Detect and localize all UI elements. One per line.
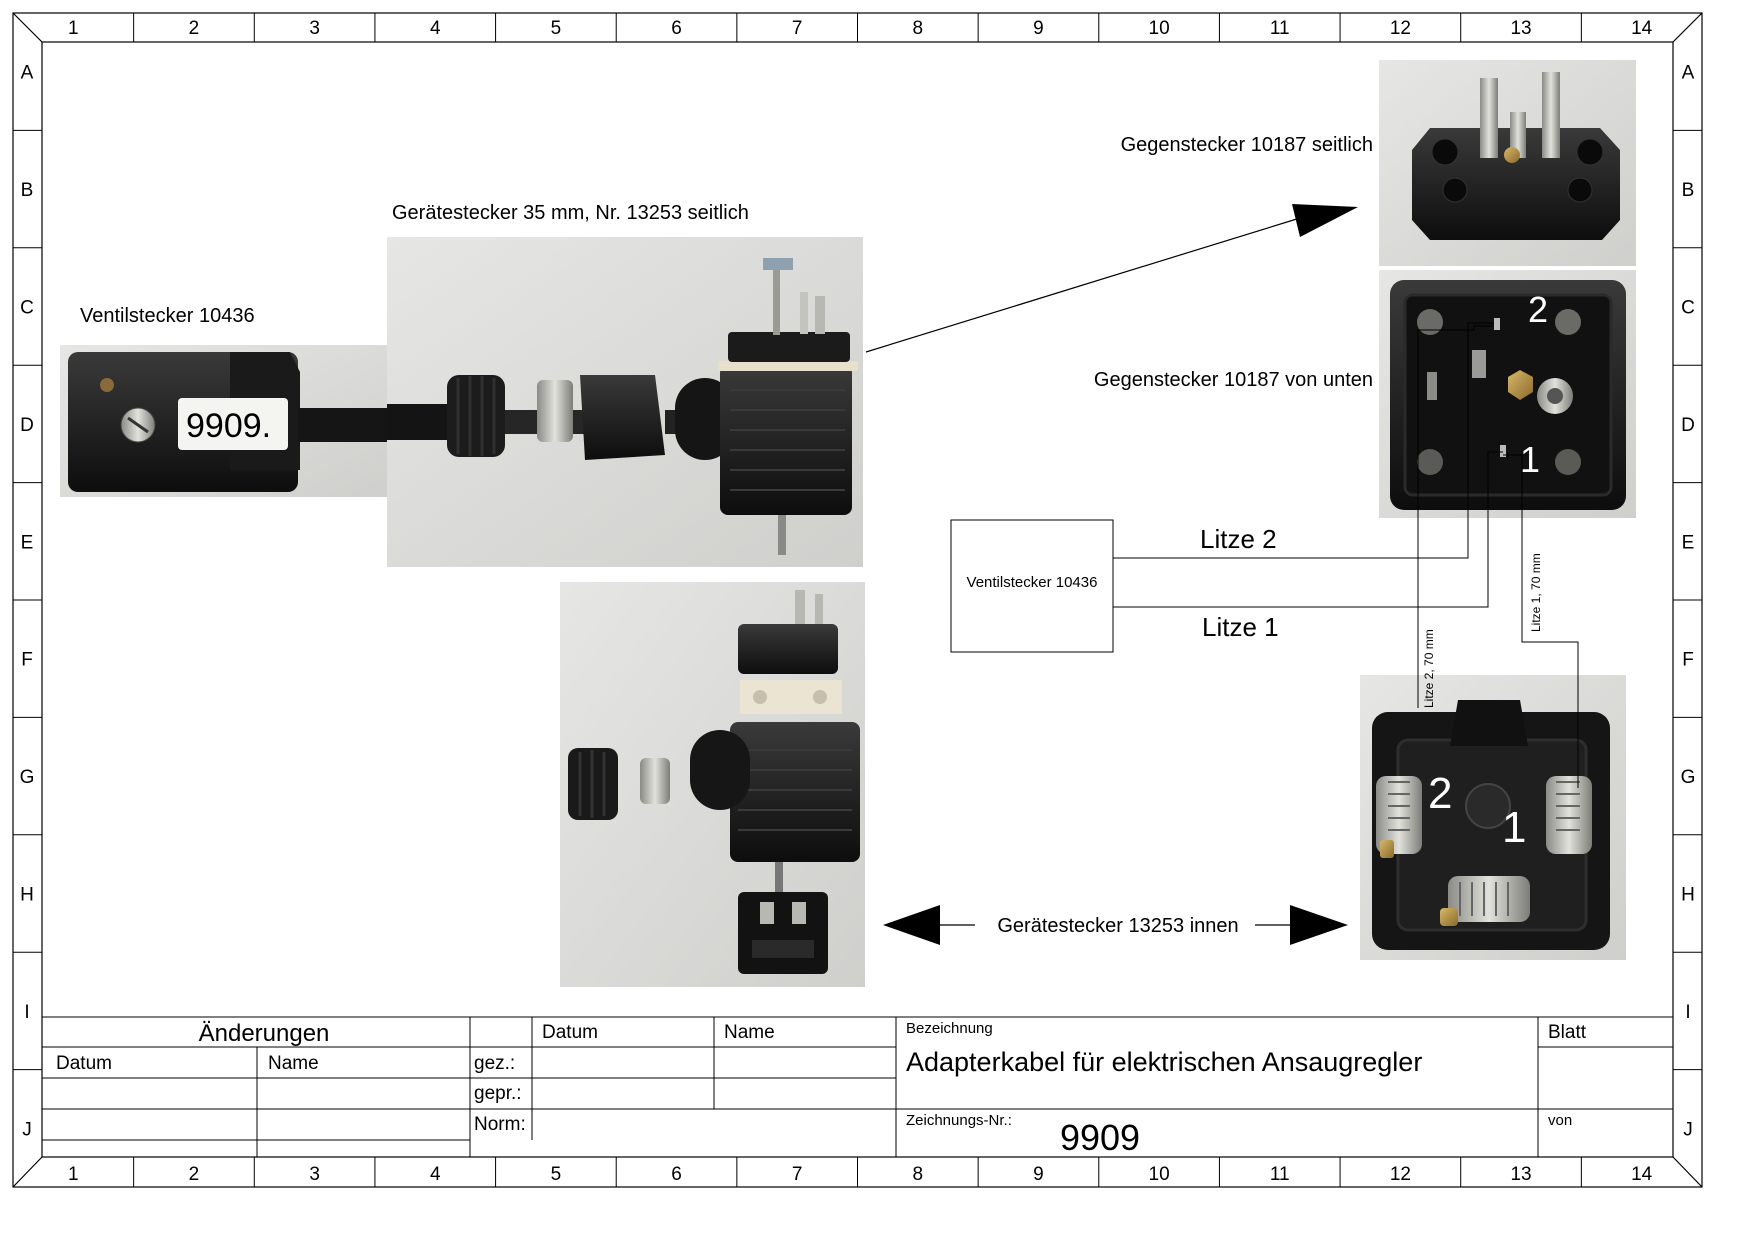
gegenstecker-side-caption: Gegenstecker 10187 seitlich [1121, 134, 1373, 156]
column-label-top: 2 [189, 18, 200, 39]
column-label-bottom: 9 [1033, 1164, 1044, 1185]
row-label-left: A [21, 63, 34, 84]
drawing-number: 9909 [1060, 1117, 1140, 1158]
bezeichnung-label: Bezeichnung [906, 1020, 993, 1037]
column-label-bottom: 10 [1149, 1164, 1170, 1185]
ventilstecker-photo: 9909. [60, 345, 390, 497]
pin-2-label: 2 [1528, 289, 1548, 330]
column-label-bottom: 13 [1510, 1164, 1531, 1185]
column-label-top: 3 [309, 18, 320, 39]
title-block [42, 1016, 1673, 1157]
column-label-top: 11 [1270, 18, 1290, 39]
exploded-view-photo [560, 582, 865, 987]
inner-pin-2-label: 2 [1428, 769, 1452, 818]
zeichnungs-nr-label: Zeichnungs-Nr.: [906, 1112, 1012, 1129]
column-label-bottom: 3 [309, 1164, 320, 1185]
column-label-bottom: 8 [913, 1164, 924, 1185]
row-label-left: E [21, 532, 34, 553]
row-label-right: J [1683, 1119, 1693, 1140]
changes-name-header: Name [268, 1053, 319, 1074]
geraetestecker-inner-caption: Gerätestecker 13253 innen [997, 915, 1238, 937]
row-label-right: C [1681, 298, 1695, 319]
gez-label: gez.: [474, 1053, 515, 1074]
row-label-right: G [1681, 767, 1696, 788]
column-label-top: 8 [913, 18, 924, 39]
geraetestecker-side-caption: Gerätestecker 35 mm, Nr. 13253 seitlich [392, 202, 749, 224]
row-label-left: F [21, 650, 33, 671]
column-label-top: 12 [1390, 18, 1411, 39]
column-label-bottom: 7 [792, 1164, 803, 1185]
row-label-right: F [1682, 650, 1694, 671]
geraetestecker-side-photo [387, 237, 863, 567]
row-label-left: H [20, 885, 34, 906]
row-label-left: C [20, 298, 34, 319]
wire-paths [1113, 322, 1579, 788]
inner-view-double-arrow [883, 905, 1348, 945]
ventilstecker-box-label: Ventilstecker 10436 [967, 574, 1098, 591]
column-label-top: 13 [1510, 18, 1531, 39]
column-label-bottom: 6 [671, 1164, 682, 1185]
row-label-right: A [1682, 63, 1695, 84]
name-header: Name [724, 1022, 775, 1043]
row-label-left: G [20, 767, 35, 788]
gegenstecker-bottom-photo [1379, 270, 1636, 518]
drawing-title: Adapterkabel für elektrischen Ansaugregl… [906, 1047, 1422, 1077]
label-tag-text: 9909. [186, 407, 271, 445]
column-label-top: 10 [1149, 18, 1170, 39]
column-label-bottom: 1 [68, 1164, 79, 1185]
row-label-left: D [20, 415, 34, 436]
row-label-right: H [1681, 885, 1695, 906]
row-label-left: B [21, 180, 34, 201]
gegenstecker-side-photo [1379, 60, 1636, 266]
column-label-bottom: 12 [1390, 1164, 1411, 1185]
column-label-bottom: 4 [430, 1164, 441, 1185]
norm-label: Norm: [474, 1114, 526, 1135]
row-label-left: J [22, 1119, 32, 1140]
connection-arrow [865, 204, 1358, 353]
gepr-label: gepr.: [474, 1083, 522, 1104]
litze-2-label: Litze 2 [1200, 524, 1277, 554]
ventilstecker-box [950, 519, 1114, 653]
column-label-bottom: 5 [551, 1164, 562, 1185]
datum-header: Datum [542, 1022, 598, 1043]
column-label-top: 9 [1033, 18, 1044, 39]
column-label-top: 5 [551, 18, 562, 39]
blatt-label: Blatt [1548, 1022, 1587, 1043]
column-label-top: 6 [671, 18, 682, 39]
row-label-right: D [1681, 415, 1695, 436]
grid-tick-marks [13, 13, 1702, 1187]
changes-datum-header: Datum [56, 1053, 112, 1074]
column-label-bottom: 2 [189, 1164, 200, 1185]
geraetestecker-inner-photo [1360, 675, 1626, 960]
von-label: von [1548, 1112, 1572, 1129]
gegenstecker-bottom-caption: Gegenstecker 10187 von unten [1094, 369, 1373, 391]
litze-2-length-label: Litze 2, 70 mm [1422, 629, 1436, 708]
column-label-top: 14 [1631, 18, 1653, 39]
column-label-top: 7 [792, 18, 803, 39]
row-label-right: E [1682, 532, 1695, 553]
column-label-top: 4 [430, 18, 441, 39]
ventilstecker-caption: Ventilstecker 10436 [80, 305, 255, 327]
row-label-right: B [1682, 180, 1695, 201]
changes-heading: Änderungen [199, 1020, 330, 1047]
pin-1-label: 1 [1520, 439, 1540, 480]
litze-1-label: Litze 1 [1202, 612, 1279, 642]
column-label-bottom: 14 [1631, 1164, 1653, 1185]
litze-1-length-label: Litze 1, 70 mm [1529, 553, 1543, 632]
column-label-top: 1 [68, 18, 79, 39]
column-label-bottom: 11 [1270, 1164, 1290, 1185]
inner-pin-1-label: 1 [1502, 803, 1526, 852]
row-label-right: I [1685, 1002, 1690, 1023]
row-label-left: I [24, 1002, 29, 1023]
